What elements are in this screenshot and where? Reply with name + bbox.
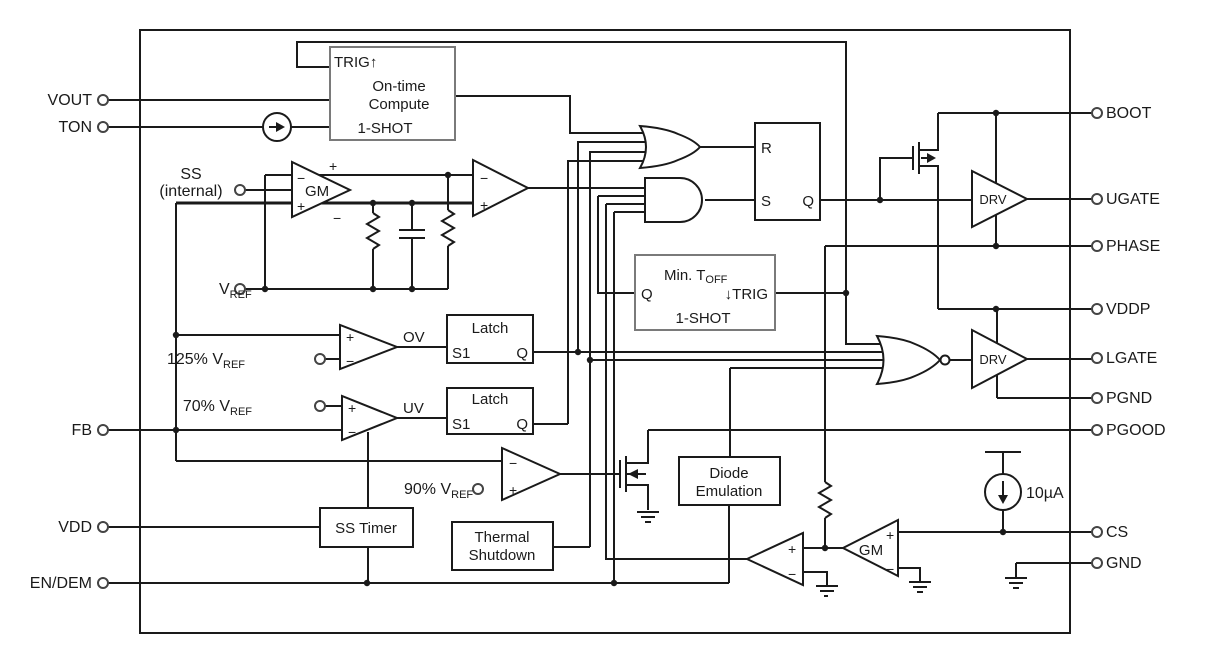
uv-latch-title: Latch xyxy=(472,391,509,408)
pin-boot-label: BOOT xyxy=(1106,105,1152,122)
ground-symbols xyxy=(637,511,1027,597)
sr-flipflop-block xyxy=(754,122,821,221)
pin-ss-label2: (internal) xyxy=(159,183,222,200)
or-gate xyxy=(638,124,702,170)
pin-endem-label: EN/DEM xyxy=(30,575,92,592)
ss-timer-label: SS Timer xyxy=(335,520,397,537)
svg-text:+: + xyxy=(886,527,894,543)
svg-text:−: − xyxy=(788,566,796,582)
pwm-comparator xyxy=(472,158,531,218)
lgate-driver xyxy=(971,328,1030,390)
svg-text:+: + xyxy=(480,197,488,213)
pin-lgate-label: LGATE xyxy=(1106,350,1157,367)
gm2-label: GM xyxy=(859,542,883,559)
ontime-line1: On-time xyxy=(372,78,425,95)
thermal-line1: Thermal xyxy=(474,529,529,546)
pin-ugate-label: UGATE xyxy=(1106,191,1160,208)
ss-timer-block xyxy=(319,507,414,548)
mintoff-oneshot-label: 1-SHOT xyxy=(675,310,730,327)
ontime-oneshot-label: 1-SHOT xyxy=(357,120,412,137)
min-toff-oneshot-block xyxy=(634,254,776,331)
pin-ton-label: TON xyxy=(59,119,92,136)
pin-vref-label: VREF xyxy=(219,281,252,301)
pin-cs-label: CS xyxy=(1106,524,1128,541)
cs-gm-amp xyxy=(840,518,899,578)
svg-text:−: − xyxy=(348,424,356,440)
pin-vddp-label: VDDP xyxy=(1106,301,1150,318)
uv-signal-label: UV xyxy=(403,400,424,417)
ref-90-label: 90% VREF xyxy=(404,481,473,501)
ov-latch-block xyxy=(446,314,534,364)
pin-terminals xyxy=(97,94,1103,589)
svg-text:−: − xyxy=(886,561,894,577)
uv-comparator xyxy=(341,394,400,442)
uv-latch-q: Q xyxy=(516,416,528,433)
pin-ss-label: SS xyxy=(180,166,201,183)
mintoff-q-label: Q xyxy=(641,286,653,303)
svg-text:−: − xyxy=(333,210,341,226)
ontime-line2: Compute xyxy=(369,96,430,113)
cs-bias-current-source-icon xyxy=(984,473,1022,511)
pin-vout-label: VOUT xyxy=(48,92,93,109)
pin-fb-label: FB xyxy=(72,422,92,439)
svg-text:+: + xyxy=(329,158,337,174)
ov-comparator xyxy=(339,323,400,371)
diode-emulation-block xyxy=(678,456,781,506)
mintoff-trig-label: ↓TRIG xyxy=(725,286,768,303)
pin-vdd-label: VDD xyxy=(58,519,92,536)
ontime-oneshot-block xyxy=(329,46,456,141)
ref-70-label: 70% VREF xyxy=(183,398,252,418)
ton-current-source-icon xyxy=(262,112,292,142)
zero-cross-comparator xyxy=(744,531,804,587)
uv-latch-block xyxy=(446,387,534,435)
nor-gate xyxy=(875,334,951,386)
svg-text:−: − xyxy=(346,353,354,369)
diode-line2: Emulation xyxy=(696,483,763,500)
drv2-label: DRV xyxy=(979,352,1007,367)
ov-signal-label: OV xyxy=(403,329,425,346)
ff-q-label: Q xyxy=(802,193,814,210)
ov-latch-q: Q xyxy=(516,345,528,362)
pin-pgnd-label: PGND xyxy=(1106,390,1152,407)
svg-text:+: + xyxy=(297,198,305,214)
ov-latch-title: Latch xyxy=(472,320,509,337)
pgood-90-comparator xyxy=(501,446,563,502)
svg-text:+: + xyxy=(788,541,796,557)
pin-phase-label: PHASE xyxy=(1106,238,1160,255)
polarity-marks: − + + − − + + − + − − + + − + − xyxy=(297,158,894,582)
gm-error-amp xyxy=(291,160,353,219)
pgood-fet-arrow-icon xyxy=(628,469,638,479)
pin-gnd-label: GND xyxy=(1106,555,1142,572)
svg-text:+: + xyxy=(509,482,517,498)
thermal-shutdown-block xyxy=(451,521,554,571)
svg-text:−: − xyxy=(480,170,488,186)
ff-r-label: R xyxy=(761,140,772,157)
ff-s-label: S xyxy=(761,193,771,210)
thermal-line2: Shutdown xyxy=(469,547,536,564)
diode-line1: Diode xyxy=(709,465,748,482)
ontime-trig-label: TRIG↑ xyxy=(334,54,377,71)
and-gate xyxy=(644,177,703,223)
ref-125-label: 125% VREF xyxy=(167,351,245,371)
svg-text:+: + xyxy=(348,400,356,416)
ov-latch-s1: S1 xyxy=(452,345,470,362)
svg-text:−: − xyxy=(297,170,305,186)
svg-text:+: + xyxy=(346,329,354,345)
gm1-label: GM xyxy=(305,183,329,200)
mintoff-title: Min. TOFF xyxy=(664,267,728,286)
svg-text:−: − xyxy=(509,455,517,471)
boot-switch-arrow-icon xyxy=(927,153,936,163)
pin-pgood-label: PGOOD xyxy=(1106,422,1166,439)
ugate-driver xyxy=(971,169,1030,229)
uv-latch-s1: S1 xyxy=(452,416,470,433)
bias-current-label: 10µA xyxy=(1026,485,1064,502)
junction-dots xyxy=(172,109,1007,587)
drv1-label: DRV xyxy=(979,192,1007,207)
